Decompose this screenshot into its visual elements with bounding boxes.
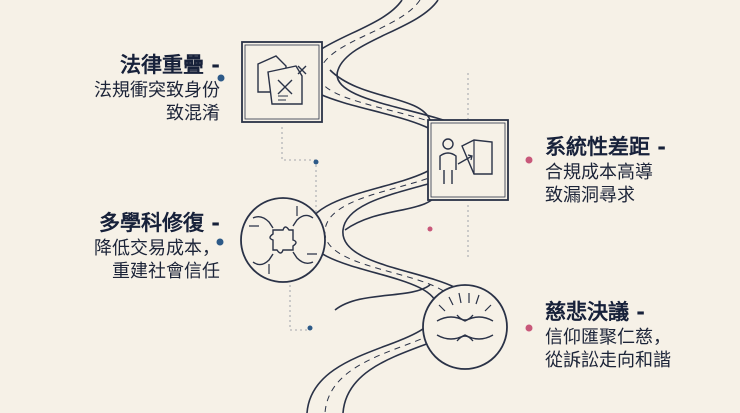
road-marker-dot	[427, 226, 433, 232]
item-title: 法律重疊 -	[119, 53, 220, 77]
road-marker-dot	[313, 159, 319, 165]
guide-lines	[281, 70, 469, 331]
label-dot-1	[217, 74, 225, 82]
item-multidisciplinary-repair: 多學科修復 - 降低交易成本， 重建社會信任	[94, 213, 220, 281]
joined-hands-icon	[422, 284, 508, 370]
item-compassionate-resolution: 慈悲決議 - 信仰匯聚仁慈， 從訴訟走向和諧	[545, 302, 671, 370]
item-line: 致漏洞尋求	[545, 185, 635, 206]
road-marker-dot	[307, 325, 313, 331]
hands-puzzle-icon	[240, 197, 326, 283]
label-dot-3	[216, 238, 224, 246]
overlapping-documents-icon	[241, 41, 323, 123]
item-line: 致混淆	[166, 103, 220, 124]
label-dot-2	[525, 156, 533, 164]
item-line: 信仰匯聚仁慈，	[545, 327, 671, 348]
item-title: 慈悲決議 -	[545, 300, 646, 324]
item-line: 合規成本高導	[545, 162, 653, 183]
label-dot-4	[525, 324, 533, 332]
road-secondary	[329, 69, 441, 311]
item-legal-overlap: 法律重疊 - 法規衝突致身份 致混淆	[94, 55, 220, 123]
item-line: 從訴訟走向和諧	[545, 350, 671, 371]
item-line: 重建社會信任	[112, 261, 220, 282]
person-presentation-board-icon	[427, 119, 509, 201]
item-systemic-gap: 系統性差距 - 合規成本高導 致漏洞尋求	[545, 137, 666, 205]
item-title: 系統性差距 -	[545, 135, 667, 159]
item-line: 法規衝突致身份	[94, 80, 220, 101]
item-line: 降低交易成本，	[94, 238, 220, 259]
item-title: 多學科修復 -	[98, 211, 220, 235]
